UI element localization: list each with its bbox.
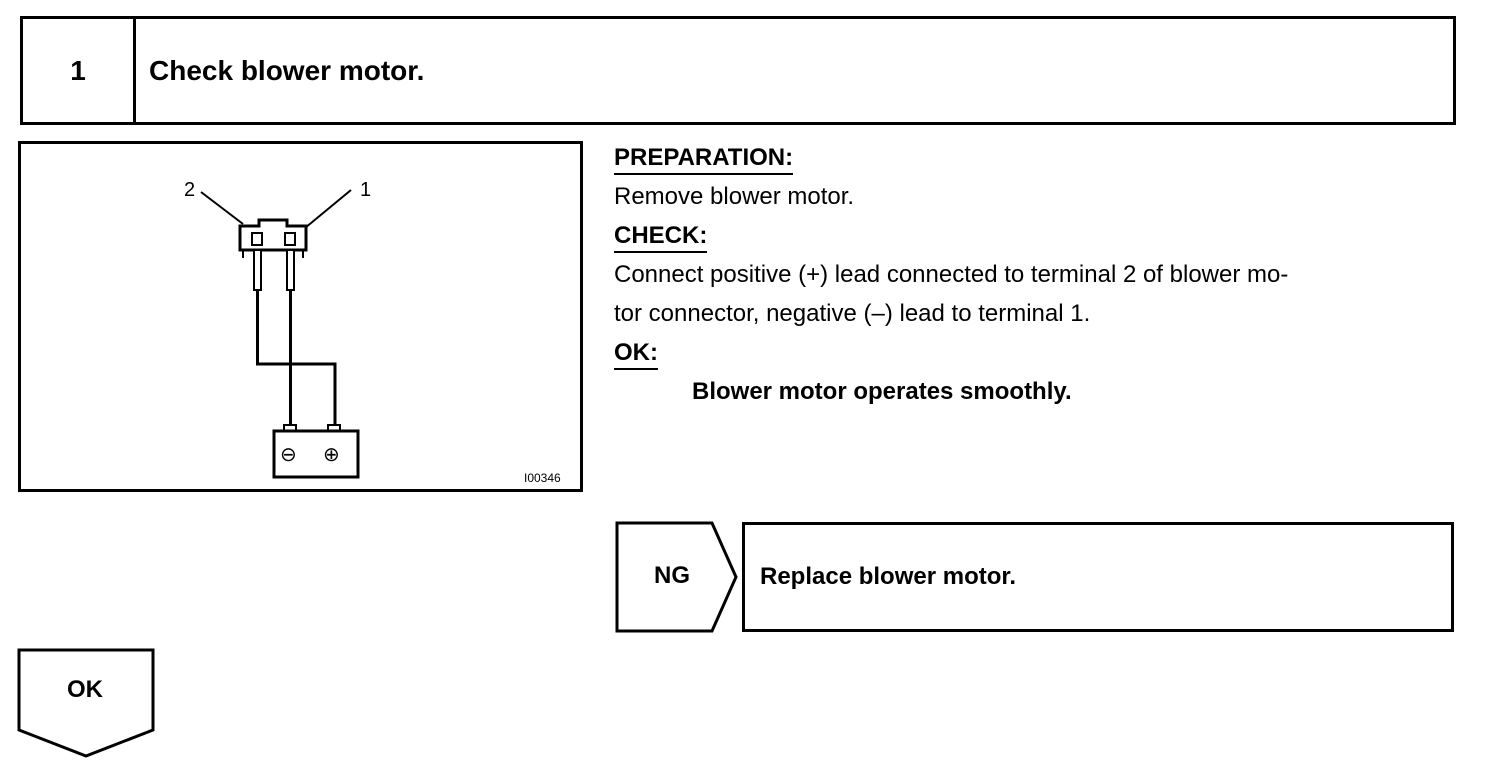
battery-negative-icon: ⊖ <box>280 444 297 466</box>
preparation-heading: PREPARATION: <box>614 143 794 175</box>
ok-heading: OK: <box>614 338 658 370</box>
positive-lead-wire <box>256 290 337 426</box>
ng-label: NG <box>654 562 690 589</box>
wiring-diagram: 2 1 ⊖ ⊕ I00346 <box>18 141 583 492</box>
terminal-2-leader <box>200 191 244 225</box>
ng-action-box: Replace blower motor. <box>742 522 1454 632</box>
blower-motor-connection-figure: 2 1 ⊖ ⊕ I00346 <box>184 179 561 485</box>
check-text-line1: Connect positive (+) lead connected to t… <box>614 261 1289 288</box>
check-heading: CHECK: <box>614 221 708 253</box>
terminal-1-leader <box>304 189 352 229</box>
ok-label: OK <box>67 676 103 703</box>
ok-spec-text: Blower motor operates smoothly. <box>692 378 1072 405</box>
step-number: 1 <box>23 19 136 122</box>
preparation-text: Remove blower motor. <box>614 183 855 210</box>
step-title: Check blower motor. <box>149 54 425 86</box>
motor-connector <box>238 218 308 258</box>
terminal-1-label: 1 <box>360 179 371 201</box>
test-probes <box>253 249 295 291</box>
check-text-line2: tor connector, negative (–) lead to term… <box>614 300 1091 327</box>
ng-action-text: Replace blower motor. <box>760 563 1017 590</box>
ng-arrow-icon <box>615 521 738 633</box>
figure-id: I00346 <box>524 471 561 485</box>
battery-positive-icon: ⊕ <box>323 444 340 466</box>
terminal-2-label: 2 <box>184 179 195 201</box>
ok-arrow-icon <box>17 648 155 758</box>
instructions: PREPARATION: Remove blower motor. CHECK:… <box>614 138 1474 411</box>
step-header: 1 Check blower motor. <box>20 16 1456 125</box>
battery <box>272 424 360 479</box>
